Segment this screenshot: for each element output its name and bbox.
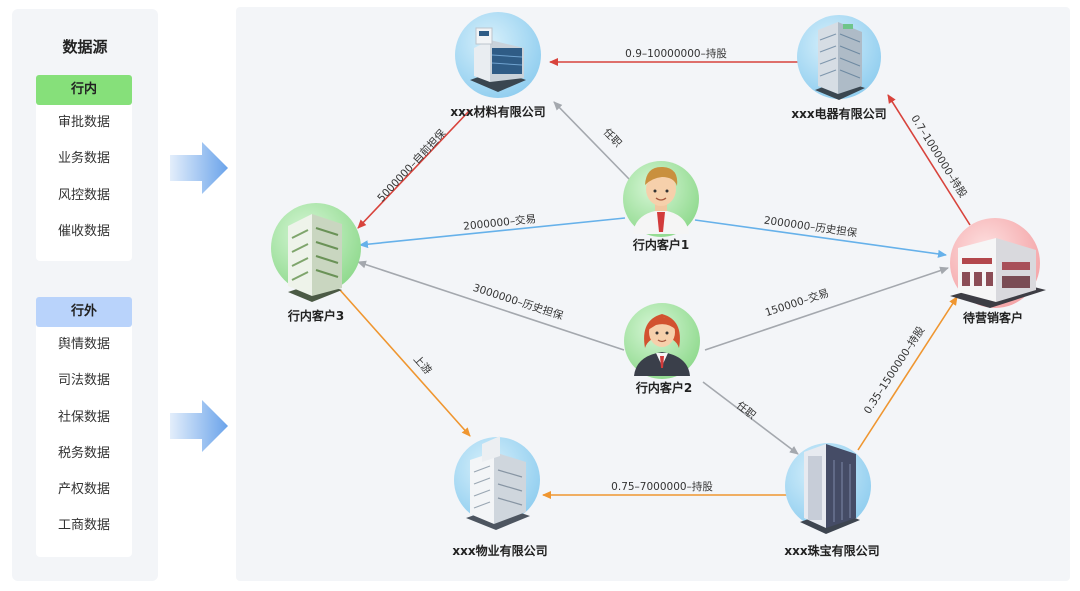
node-label: xxx电器有限公司: [791, 106, 886, 121]
edge-label: 2000000–交易: [463, 212, 537, 233]
building-icon: [815, 22, 865, 100]
group-outer: 行外 舆情数据 司法数据 社保数据 税务数据 产权数据 工商数据: [36, 297, 132, 557]
list-item: 司法数据: [57, 373, 110, 389]
node-cailiao[interactable]: xxx材料有限公司: [450, 12, 546, 119]
list-item: 业务数据: [57, 151, 110, 167]
edge-kehu2-zhubao: [702, 381, 799, 455]
list-item: 社保数据: [57, 409, 110, 425]
edge-label: 3000000–历史担保: [471, 281, 565, 323]
list-item: 催收数据: [57, 223, 110, 239]
edge-cailiao-kehu3: [357, 109, 471, 229]
relation-graph-canvas: [236, 7, 1070, 581]
group-header-inner: 行内: [36, 75, 132, 105]
node-wuye[interactable]: xxx物业有限公司: [452, 436, 548, 558]
node-label: xxx物业有限公司: [452, 543, 547, 558]
edge-label: 0.75–7000000–持股: [611, 480, 713, 493]
flow-arrow-icon: [170, 142, 228, 194]
node-daiyingxiao[interactable]: 待营销客户: [950, 218, 1046, 325]
building-icon: [470, 27, 526, 92]
node-label: xxx材料有限公司: [450, 104, 545, 119]
avatar-icon: [634, 314, 690, 376]
edge-label: 任职: [734, 399, 759, 422]
list-item: 工商数据: [57, 518, 110, 534]
avatar-icon: [633, 166, 689, 234]
building-icon: [466, 436, 530, 530]
list-item: 风控数据: [57, 187, 110, 203]
node-label: 行内客户1: [632, 237, 689, 252]
list-item: 产权数据: [57, 482, 110, 498]
edge-kehu2-kehu3: [357, 260, 625, 351]
edge-zhubao-daiyingxiao: [857, 296, 958, 451]
node-label: 待营销客户: [963, 310, 1023, 325]
list-item: 舆情数据: [57, 337, 110, 352]
list-item: 审批数据: [57, 115, 110, 130]
node-label: 行内客户2: [635, 380, 692, 395]
node-dianqi[interactable]: xxx电器有限公司: [791, 15, 887, 121]
edge-kehu1-daiyingxiao: [694, 219, 947, 258]
flow-arrow-icon: [170, 400, 228, 452]
node-kehu2[interactable]: 行内客户2: [624, 303, 700, 395]
edge-label: 150000–交易: [763, 286, 830, 319]
node-label: xxx珠宝有限公司: [784, 543, 879, 558]
store-icon: [950, 238, 1046, 308]
node-kehu1[interactable]: 行内客户1: [623, 161, 699, 252]
edge-label: 5000000–自前担保: [375, 126, 449, 204]
edge-label: 0.9–10000000–持股: [625, 47, 727, 60]
edge-kehu3-wuye: [339, 289, 471, 437]
group-inner: 行内 审批数据 业务数据 风控数据 催收数据: [36, 75, 132, 261]
node-label: 行内客户3: [287, 308, 344, 323]
edge-label: 0.7–1000000–持股: [908, 112, 970, 200]
edge-daiyingxiao-dianqi: [887, 94, 971, 226]
building-icon: [800, 444, 860, 534]
building-icon: [288, 214, 342, 302]
node-kehu3[interactable]: 行内客户3: [271, 203, 361, 323]
data-source-panel: 数据源 行内 审批数据 业务数据 风控数据 催收数据 行外 舆情数据 司法数据 …: [12, 9, 158, 581]
edge-label: 0.35–1500000–持股: [861, 324, 928, 417]
panel-title: 数据源: [62, 38, 108, 56]
edge-label: 任职: [601, 126, 625, 150]
node-zhubao[interactable]: xxx珠宝有限公司: [784, 443, 880, 558]
edge-kehu1-kehu3: [359, 217, 626, 249]
list-item: 税务数据: [57, 445, 110, 461]
edge-kehu2-daiyingxiao: [704, 266, 949, 351]
edge-kehu1-cailiao: [553, 101, 631, 181]
group-header-outer: 行外: [36, 297, 132, 327]
